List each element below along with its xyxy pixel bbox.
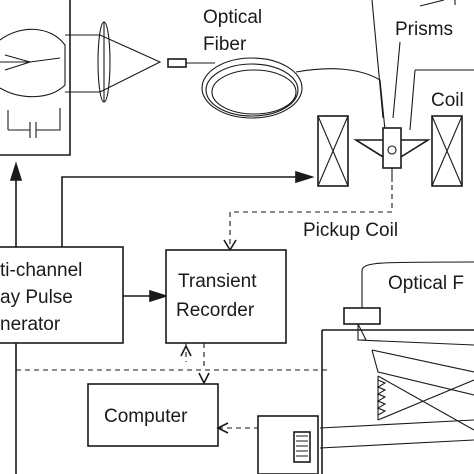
pulse-generator-label-line2: ay Pulse xyxy=(0,287,73,308)
pulse-generator-label-line3: nerator xyxy=(0,314,61,335)
coil-left xyxy=(317,115,349,187)
arrow-head xyxy=(216,422,229,434)
return-fiber xyxy=(409,69,474,131)
transient-recorder-label-line1: Transient xyxy=(178,271,257,292)
coil-right xyxy=(431,115,463,187)
optical-fiber-label-line1: Optical xyxy=(203,7,262,28)
arrow-head xyxy=(198,372,210,385)
prisms-sample xyxy=(353,127,431,182)
arrow-head xyxy=(149,289,169,303)
fiber-launch-optics xyxy=(65,21,187,103)
arrow-head xyxy=(9,161,23,181)
trigger-line xyxy=(61,176,302,247)
transient-recorder-box xyxy=(165,249,287,344)
pickup-coil-label: Pickup Coil xyxy=(303,220,398,241)
prisms-label: Prisms xyxy=(395,19,453,40)
pickup-coil-lead xyxy=(229,185,393,248)
arrow-head xyxy=(180,344,192,357)
spectrograph-housing xyxy=(321,329,474,474)
fiber-connector xyxy=(167,58,187,68)
slit-icon xyxy=(357,323,367,341)
pulse-generator-label-line1: ti-channel xyxy=(0,260,82,281)
optical-fiber-label-line2: Fiber xyxy=(203,34,247,55)
arrow-head xyxy=(295,170,315,184)
transient-recorder-label-line2: Recorder xyxy=(176,300,255,321)
computer-label: Computer xyxy=(104,406,188,427)
laser-housing xyxy=(0,0,71,156)
pulse-generator-box xyxy=(0,246,124,344)
optical-fiber-coil xyxy=(186,57,386,131)
dashed-bus xyxy=(15,343,330,371)
prisms-leaders xyxy=(371,0,445,119)
optical-right-label: Optical F xyxy=(388,273,464,294)
optical-fiber-return xyxy=(361,261,474,308)
computer-box xyxy=(87,383,219,447)
detector-array xyxy=(293,431,311,463)
recorder-computer-dashed xyxy=(185,343,205,370)
spectrograph-input xyxy=(343,307,381,325)
coil-label: Coil xyxy=(431,90,464,111)
